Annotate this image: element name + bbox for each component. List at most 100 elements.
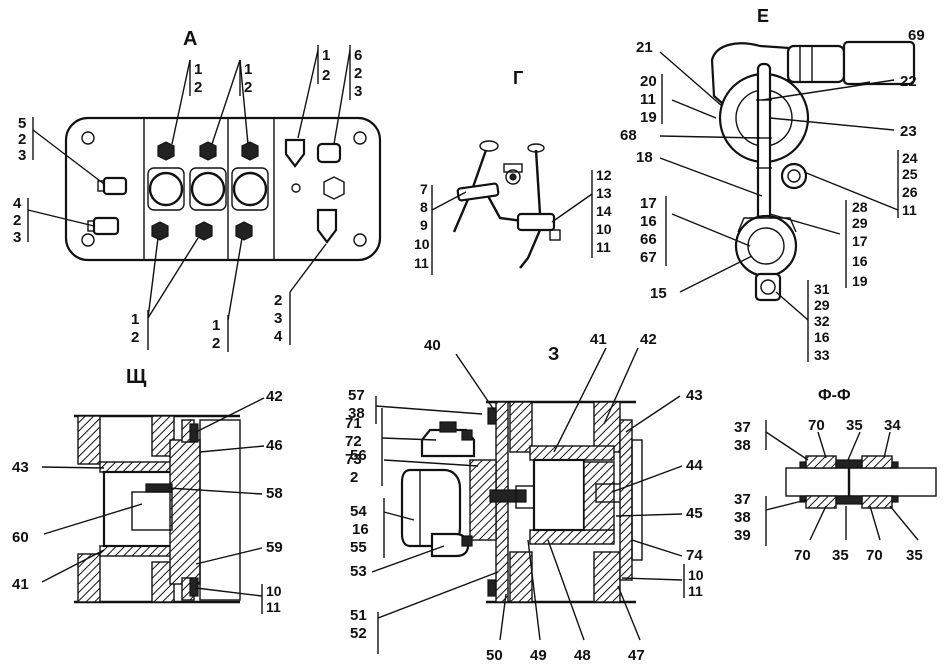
callout: 37 (734, 491, 751, 508)
gear-housing-section (74, 414, 241, 604)
callout: 54 (350, 503, 367, 520)
callouts-view-e: 21 69 20 11 19 22 23 68 18 24 25 26 11 2… (620, 27, 925, 363)
callout: 11 (640, 91, 656, 108)
callout: 12 (596, 167, 612, 183)
callout: 8 (420, 199, 428, 215)
callout: 10 (596, 221, 612, 237)
callout: 10 (414, 236, 430, 252)
callout: 40 (424, 337, 441, 354)
callout: 21 (636, 39, 653, 56)
callout: 32 (814, 313, 830, 329)
callouts-view-a: 1 2 1 2 1 2 6 2 3 5 2 3 4 2 3 1 2 1 2 2 … (13, 47, 362, 352)
callout: 1 (131, 311, 139, 328)
callout: 3 (354, 83, 362, 100)
callout: 3 (13, 229, 21, 246)
view-ff-title: Ф-Ф (818, 387, 851, 404)
callout: 35 (846, 417, 863, 434)
callout: 52 (350, 625, 367, 642)
callout: 2 (350, 469, 358, 486)
hydraulic-unit (710, 40, 916, 302)
callout: 41 (12, 576, 29, 593)
callout: 38 (348, 405, 365, 422)
callout: 13 (596, 185, 612, 201)
callout: 71 (345, 415, 362, 432)
callout: 31 (814, 281, 830, 297)
view-a: А (13, 28, 382, 352)
callout: 33 (814, 347, 830, 363)
view-z-title: З (548, 344, 559, 364)
callout: 26 (902, 184, 918, 200)
callout: 19 (640, 109, 657, 126)
callout: 37 (734, 419, 751, 436)
callout: 58 (266, 485, 283, 502)
callout: 18 (636, 149, 653, 166)
callout: 38 (734, 509, 751, 526)
callout: 16 (352, 521, 369, 538)
view-sch-title: Щ (126, 366, 147, 388)
callout: 2 (354, 65, 362, 82)
callout: 29 (814, 297, 830, 313)
callout: 68 (620, 127, 637, 144)
callout: 11 (596, 239, 611, 255)
callout: 70 (808, 417, 825, 434)
callout: 2 (18, 131, 26, 148)
leader-lines (765, 420, 919, 546)
callout: 6 (354, 47, 362, 64)
linkage (452, 140, 561, 269)
pump-drive-section (400, 400, 643, 604)
callout: 35 (906, 547, 923, 564)
view-e: Е (620, 6, 925, 363)
callout: 66 (640, 231, 657, 248)
callout: 17 (640, 195, 657, 212)
fitting (87, 138, 345, 244)
callout: 19 (852, 273, 868, 289)
callout: 44 (686, 457, 703, 474)
leader-lines (431, 170, 593, 275)
callout: 1 (322, 47, 330, 64)
callout: 29 (852, 215, 868, 231)
callout: 51 (350, 607, 367, 624)
view-g: Г 7 8 9 10 11 12 13 (414, 68, 612, 275)
callouts-view-g: 7 8 9 10 11 12 13 14 10 11 (414, 167, 612, 271)
leader-lines (371, 347, 685, 654)
callout: 1 (212, 317, 220, 334)
callout: 43 (686, 387, 703, 404)
callout: 20 (640, 73, 657, 90)
callout: 48 (574, 647, 591, 664)
leader-lines (27, 45, 351, 352)
mounting-hole (81, 131, 95, 145)
view-g-title: Г (513, 68, 523, 88)
callout: 4 (274, 328, 283, 345)
callout: 55 (350, 539, 367, 556)
callout: 3 (18, 147, 26, 164)
callout: 38 (734, 437, 751, 454)
callout: 16 (852, 253, 868, 269)
view-e-title: Е (757, 6, 769, 26)
callout: 2 (194, 79, 202, 96)
callout: 11 (414, 255, 429, 271)
callout: 7 (420, 181, 428, 197)
callout: 60 (12, 529, 29, 546)
callout: 16 (814, 329, 830, 345)
callout: 2 (131, 329, 139, 346)
callout: 73 (345, 451, 362, 468)
callout: 72 (345, 433, 362, 450)
callouts-view-z: 40 41 42 57 38 43 71 72 73 2 56 44 54 16… (345, 331, 704, 664)
callout: 69 (908, 27, 925, 44)
callout: 2 (244, 79, 252, 96)
leader-lines (659, 51, 899, 362)
callout: 45 (686, 505, 703, 522)
callout: 11 (266, 599, 281, 615)
callout: 4 (13, 195, 22, 212)
valve-block (147, 167, 269, 211)
callout: 23 (900, 123, 917, 140)
callout: 1 (244, 61, 252, 78)
callout: 22 (900, 73, 917, 90)
callout: 50 (486, 647, 503, 664)
callout: 1 (194, 61, 202, 78)
view-a-title: А (183, 28, 197, 50)
callout: 34 (884, 417, 901, 434)
hex-nut (151, 141, 259, 241)
callout: 25 (902, 166, 918, 182)
callout: 39 (734, 527, 751, 544)
